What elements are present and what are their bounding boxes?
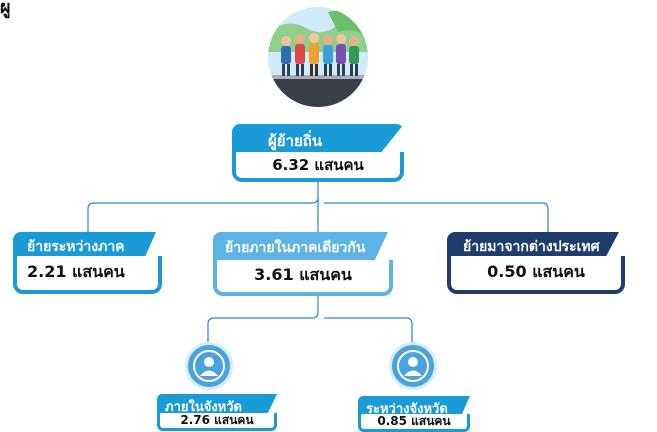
walking-people-icon <box>268 7 368 107</box>
cut-off-heading: ผู <box>0 0 11 18</box>
branch-intraregional-title: ย้ายภายในภาคเดียวกัน <box>213 232 388 262</box>
root-node-title: ผู้ย้ายถิ่น <box>232 124 404 154</box>
middle-connector <box>207 296 413 342</box>
person-icon <box>185 342 233 390</box>
sub-branch-between-provinces-title: ระหว่างจังหวัด <box>358 396 470 416</box>
branch-intraregional-value: 3.61 แสนคน <box>213 260 393 296</box>
hero-illustration <box>268 7 368 107</box>
root-node-value: 6.32 แสนคน <box>232 152 404 182</box>
branch-interregional-value: 2.21 แสนคน <box>13 256 162 294</box>
root-connector <box>87 182 549 232</box>
branch-international-title: ย้ายมาจากต่างประเทศ <box>447 232 619 258</box>
person-icon <box>389 342 437 390</box>
sub-branch-between-provinces-value: 0.85 แสนคน <box>358 414 470 432</box>
branch-international-value: 0.50 แสนคน <box>447 256 625 294</box>
sub-branch-within-province-title: ภายในจังหวัด <box>157 394 277 414</box>
sub-branch-within-province-value: 2.76 แสนคน <box>157 413 277 431</box>
branch-interregional-title: ย้ายระหว่างภาค <box>13 232 156 258</box>
